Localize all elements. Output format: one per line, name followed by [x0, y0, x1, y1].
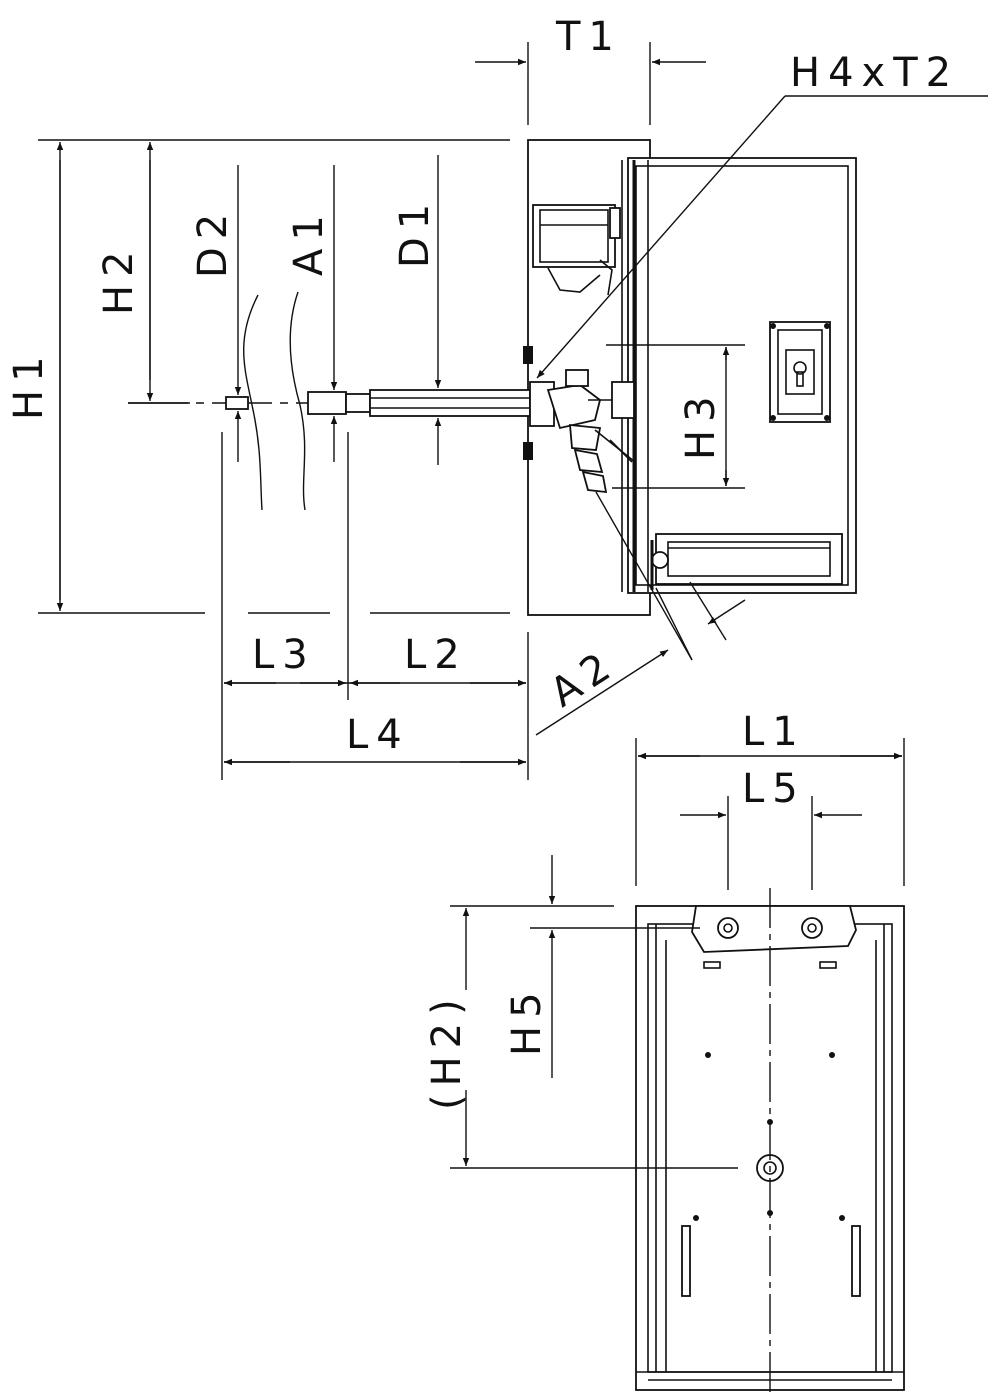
bolt-top: [523, 346, 533, 364]
label-h4xt2: H4xT2: [790, 50, 959, 96]
label-d2: D2: [190, 206, 236, 278]
label-h2-paren: (H2): [424, 991, 470, 1110]
shaft-assembly: [128, 369, 635, 430]
label-l5: L5: [742, 766, 806, 812]
bottom-roller: [650, 533, 843, 590]
side-view: [38, 42, 988, 780]
label-l2: L2: [404, 632, 468, 678]
label-a1: A1: [286, 207, 332, 276]
label-l4: L4: [346, 712, 410, 758]
label-h2: H2: [96, 243, 142, 315]
label-h5: H5: [504, 984, 550, 1056]
label-h1: H1: [6, 348, 52, 420]
label-h3: H3: [678, 388, 724, 460]
label-l1: L1: [742, 709, 806, 755]
label-a2: A2: [542, 640, 625, 716]
label-l3: L3: [252, 632, 316, 678]
top-bracket: [691, 905, 857, 953]
label-t1: T1: [555, 14, 622, 60]
lock-plate: [769, 321, 831, 423]
actuator-motor: [532, 204, 621, 296]
front-view: [450, 738, 905, 1398]
bolt-bottom: [523, 442, 533, 460]
thermal-trigger: [569, 423, 636, 494]
label-d1: D1: [392, 196, 438, 268]
